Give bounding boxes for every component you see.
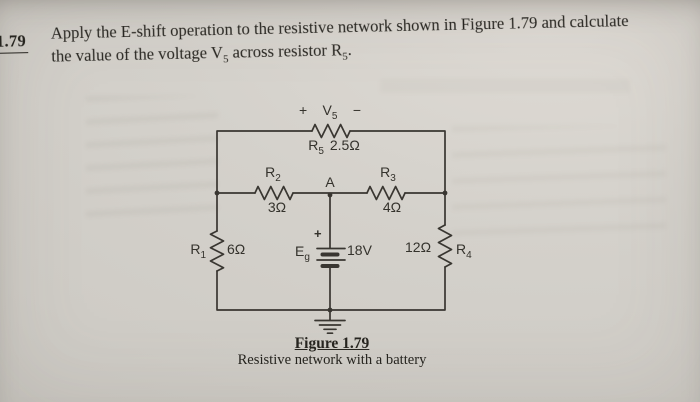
circuit-wires — [216, 130, 446, 321]
battery-plus-sign: + — [314, 226, 322, 241]
resistor-r5-zigzag — [311, 123, 351, 139]
ground-icon — [314, 319, 346, 335]
resistor-r4-zigzag — [437, 224, 453, 268]
resistor-r1-label: R1 — [190, 241, 206, 261]
r2-value: 3Ω — [267, 199, 287, 215]
r4-value: 12Ω — [405, 239, 432, 255]
resistor-r1-zigzag — [209, 230, 225, 272]
figure-caption-subtitle: Resistive network with a battery — [237, 352, 427, 368]
battery-eg-label: Eg — [295, 243, 310, 263]
resistor-r4-label: R4 — [456, 241, 472, 261]
r3-value: 4Ω — [382, 199, 402, 215]
plus-sign: + — [299, 102, 308, 118]
v5-polarity-label: + V5 − — [299, 102, 361, 122]
resistor-r3-label: R3 — [380, 164, 396, 184]
r1-value: 6Ω — [227, 241, 246, 257]
v5-symbol: V5 — [322, 102, 338, 122]
minus-sign: − — [352, 102, 361, 118]
r5-value: 2.5Ω — [329, 137, 360, 153]
figure-caption-title: Figure 1.79 — [294, 335, 370, 352]
node-a-label: A — [325, 174, 335, 190]
resistor-r2-label: R2 — [265, 164, 281, 184]
junction-dots — [214, 190, 448, 313]
battery-symbol — [316, 247, 346, 268]
resistor-r2-zigzag — [254, 185, 294, 201]
resistor-r3-zigzag — [366, 185, 406, 201]
battery-voltage-value: 18V — [347, 242, 372, 258]
